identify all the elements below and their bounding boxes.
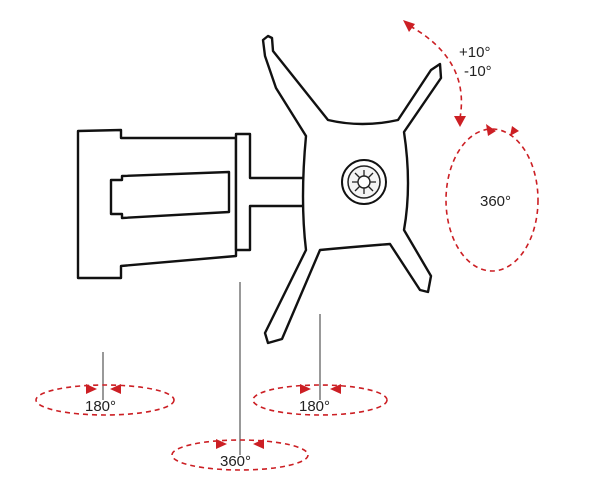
tilt-down-label: -10° — [464, 63, 492, 80]
tilt-up-label: +10° — [459, 44, 490, 61]
bracket-swivel-arrow-right-icon — [330, 384, 341, 394]
bracket-swivel-arrow-left-icon — [300, 384, 311, 394]
rotation-indicator — [445, 124, 539, 272]
arm-swivel-arrow-right-icon — [253, 439, 264, 449]
rotation-arrow-left-icon — [486, 124, 496, 136]
wall-swivel-indicator — [35, 384, 175, 416]
bracket-swivel-indicator — [252, 384, 388, 416]
tilt-up-arrow-icon — [403, 20, 415, 32]
rotation-label: 360° — [480, 193, 511, 210]
tilt-indicator — [403, 20, 466, 127]
wall-swivel-arrow-right-icon — [110, 384, 121, 394]
wall-swivel-arrow-left-icon — [86, 384, 97, 394]
tilt-down-arrow-icon — [454, 116, 466, 127]
arm-swivel-arrow-left-icon — [216, 439, 227, 449]
bracket-swivel-label: 180° — [299, 398, 330, 415]
arm-swivel-indicator — [171, 439, 309, 471]
rotation-hub — [341, 159, 387, 205]
wall-plate-slot — [109, 170, 231, 220]
rotation-arrow-right-icon — [510, 126, 519, 136]
wall-swivel-label: 180° — [85, 398, 116, 415]
arm-swivel-label: 360° — [220, 453, 251, 470]
